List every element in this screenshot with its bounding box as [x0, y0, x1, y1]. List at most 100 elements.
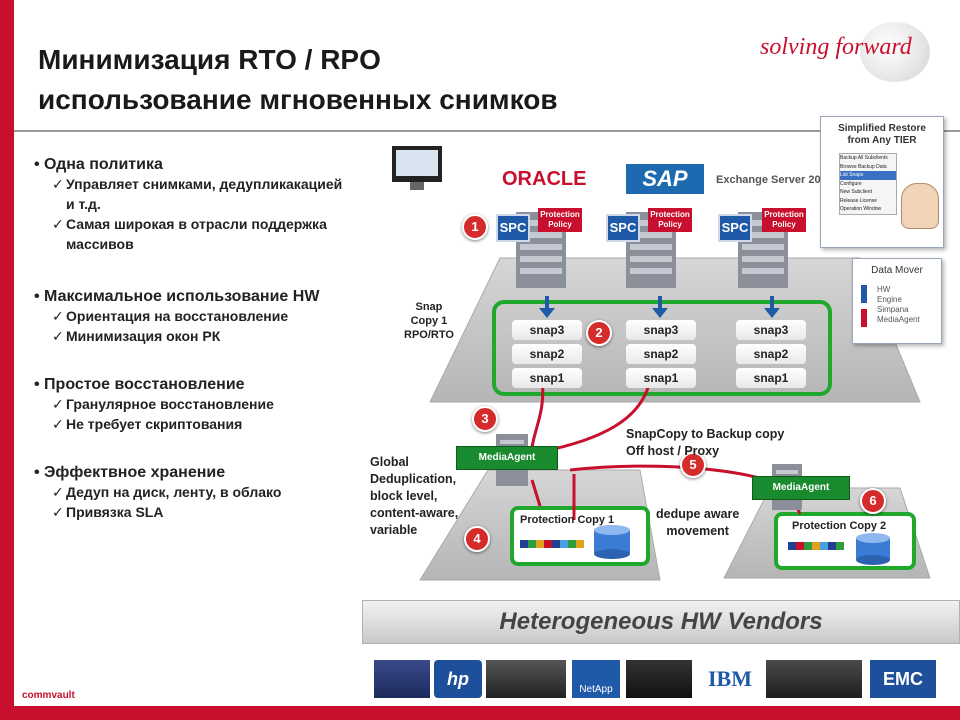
legend-line: MediaAgent [877, 315, 920, 324]
ibm-logo: IBM [708, 666, 752, 691]
data-mover-panel: Data Mover HW Engine Simpana MediaAgent [852, 258, 942, 344]
storage-rack-icon [486, 660, 566, 698]
dedup-strip-2-icon [788, 542, 844, 550]
bullet-sub: Ориентация на восстановление [66, 308, 289, 324]
simplified-restore-panel: Simplified Restore from Any TIER Backup … [820, 116, 944, 248]
protection-policy-tag: Protection Policy [762, 208, 806, 232]
dedup-line: content-aware, [370, 506, 459, 520]
restore-menu-item[interactable]: Backup All Subclients [840, 155, 888, 161]
snapcopy-line: SnapCopy to Backup copy [626, 427, 785, 441]
checkmark-icon: ✓ [52, 484, 64, 500]
bullet-dot-icon: • [34, 376, 45, 393]
snapcopy-line: Off host / Proxy [626, 444, 720, 458]
snap-item: snap2 [626, 344, 696, 364]
red-arrow-icon [861, 309, 867, 327]
snap-arrow-3 [764, 296, 780, 318]
spc-tag: SPC [496, 214, 530, 242]
checkmark-icon: ✓ [52, 176, 64, 192]
media-agent-tag-1: MediaAgent [456, 446, 558, 470]
title-divider [14, 130, 960, 132]
step-badge-1: 1 [462, 214, 488, 240]
flow-curve-1 [530, 379, 545, 449]
restore-menu-item[interactable]: Browse Backup Data [840, 163, 887, 170]
dedup-line: variable [370, 523, 418, 537]
restore-title-line: from Any TIER [847, 135, 917, 146]
dedupe-aware-line: movement [666, 524, 729, 538]
data-mover-title: Data Mover [871, 265, 923, 276]
heterogeneous-banner: Heterogeneous HW Vendors [362, 600, 960, 644]
bullet-sub: Минимизация окон РК [66, 328, 221, 344]
checkmark-icon: ✓ [52, 308, 64, 324]
step-badge-6: 6 [860, 488, 886, 514]
bullet-sub: Не требует скриптования [66, 416, 243, 432]
bullet-sub: массивов [66, 236, 134, 252]
bullet-group: • Простое восстановление ✓Гранулярное во… [34, 376, 394, 434]
snap-copy-line: Copy 1 [410, 315, 448, 327]
bullet-main: Одна политика [44, 156, 163, 173]
bullet-group: • Одна политика ✓Управляет снимками, дед… [34, 156, 394, 254]
title-line-1: Минимизация RTO / RPO [38, 44, 381, 75]
commvault-logo: commvault [22, 690, 75, 701]
bullet-main: Максимальное использование HW [44, 288, 320, 305]
bullet-sub: Самая широкая в отрасли поддержка [66, 216, 327, 232]
solving-forward-logo: solving forward [760, 34, 912, 60]
legend-line: Engine [877, 295, 902, 304]
snap-arrow-2 [652, 296, 668, 318]
checkmark-icon: ✓ [52, 396, 64, 412]
bullet-main: Простое восстановление [44, 376, 245, 393]
media-agent-tag-2: MediaAgent [752, 476, 850, 500]
snap-copy-line: RPO/RTO [404, 329, 454, 341]
step-badge-5: 5 [680, 452, 706, 478]
bullet-main: Эффектвное хранение [44, 464, 226, 481]
title-line-2: использование мгновенных снимков [38, 84, 558, 115]
snap-item: snap1 [512, 368, 582, 388]
blue-arrow-icon [861, 285, 867, 303]
slide-title: Минимизация RTO / RPO использование мгно… [38, 40, 558, 120]
datacenter-rack-icon [766, 660, 862, 698]
flow-to-copy1 [530, 479, 542, 507]
storage-array-icon [374, 660, 430, 698]
dedup-line: block level, [370, 489, 438, 503]
snap-item: snap3 [736, 320, 806, 340]
spc-tag: SPC [718, 214, 752, 242]
bullet-sub: Управляет снимками, дедупликакацией [66, 176, 343, 192]
snap-arrow-1 [539, 296, 555, 318]
checkmark-icon: ✓ [52, 216, 64, 232]
snap-item: snap2 [512, 344, 582, 364]
checkmark-icon: ✓ [52, 328, 64, 344]
bullet-dot-icon: • [34, 464, 45, 481]
bullet-sub: Дедуп на диск, ленту, в облако [66, 484, 282, 500]
bullet-dot-icon: • [34, 156, 45, 173]
protection-policy-tag: Protection Policy [538, 208, 582, 232]
snap-item: snap1 [626, 368, 696, 388]
restore-menu-item[interactable]: Release License [840, 197, 877, 204]
restore-title-line: Simplified Restore [838, 123, 926, 134]
oracle-logo: ORACLE [502, 168, 587, 190]
restore-menu-item[interactable]: Configure [840, 180, 862, 187]
monitor-icon [392, 146, 442, 190]
step-badge-2: 2 [586, 320, 612, 346]
spc-tag: SPC [606, 214, 640, 242]
storage-cylinder-2-icon [856, 533, 890, 565]
bullet-dot-icon: • [34, 288, 45, 305]
left-accent-bar [0, 0, 14, 720]
checkmark-icon: ✓ [52, 504, 64, 520]
exchange-logo: Exchange Server 2010 [716, 174, 833, 186]
storage-cylinder-1-icon [594, 525, 630, 559]
dedup-line: Global [370, 455, 409, 469]
restore-menu-item[interactable]: New Subclient [840, 189, 872, 195]
storage-server-icon [626, 660, 692, 698]
protection-copy-1-label: Protection Copy 1 [520, 514, 615, 526]
hand-icon [901, 183, 939, 229]
dedup-line: Deduplication, [370, 472, 457, 486]
bottom-accent-bar [0, 706, 960, 720]
snap-item: snap3 [626, 320, 696, 340]
flow-curve-2 [539, 379, 652, 454]
snap-copy-label: Snap Copy 1 RPO/RTO [404, 300, 454, 342]
restore-menu-item[interactable]: Operation Window [840, 206, 882, 212]
hp-logo: hp [434, 660, 482, 698]
dedup-strip-1-icon [520, 540, 584, 548]
protection-copy-2-label: Protection Copy 2 [792, 520, 887, 532]
dedupe-aware-text: dedupe aware movement [656, 506, 739, 540]
restore-menu-item[interactable]: List Snaps [840, 171, 896, 180]
